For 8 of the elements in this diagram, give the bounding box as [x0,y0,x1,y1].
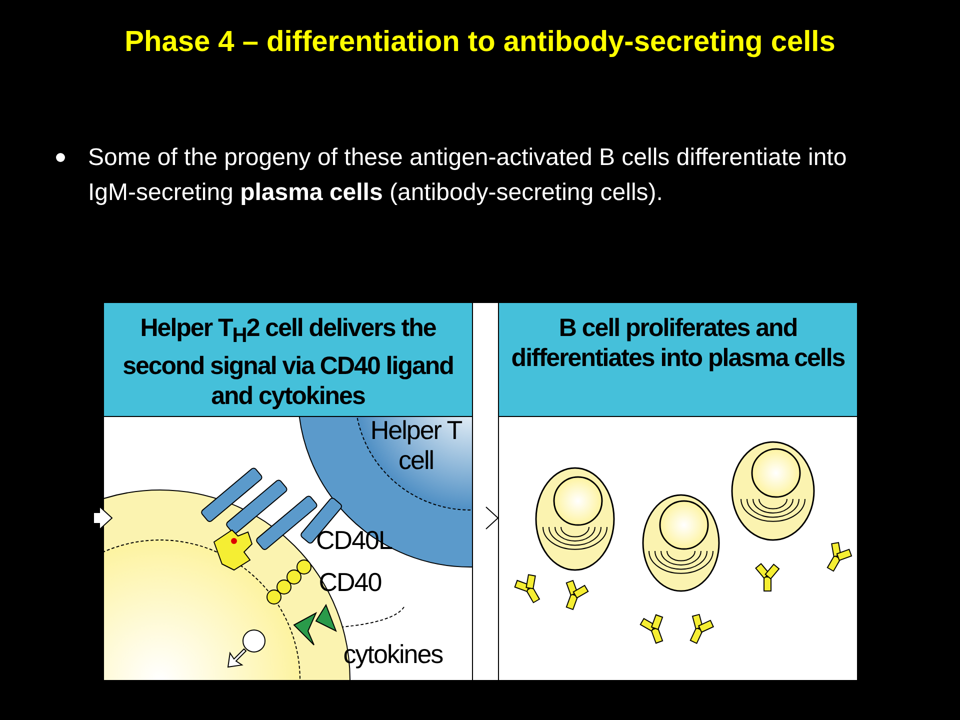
bullet-text: Some of the progeny of these antigen-activated B cells differentiate into IgM-secreting plasma cells (antibody-secreting cells). [88,143,848,208]
panel-heading: Helper T$_{H}$2 cell delivers the second signal via CD40 ligand and cytokines [104,303,472,417]
panel-heading: B cell proliferates and differentiates into plasma cells [499,303,857,417]
arrow [94,506,112,530]
illustration-panel [498,303,857,680]
slide-title: Phase 4 – differentiation to antibody-secreting cells [124,25,836,60]
cell-label: Helper T cell [369,415,463,475]
illustration-panel [104,303,473,680]
